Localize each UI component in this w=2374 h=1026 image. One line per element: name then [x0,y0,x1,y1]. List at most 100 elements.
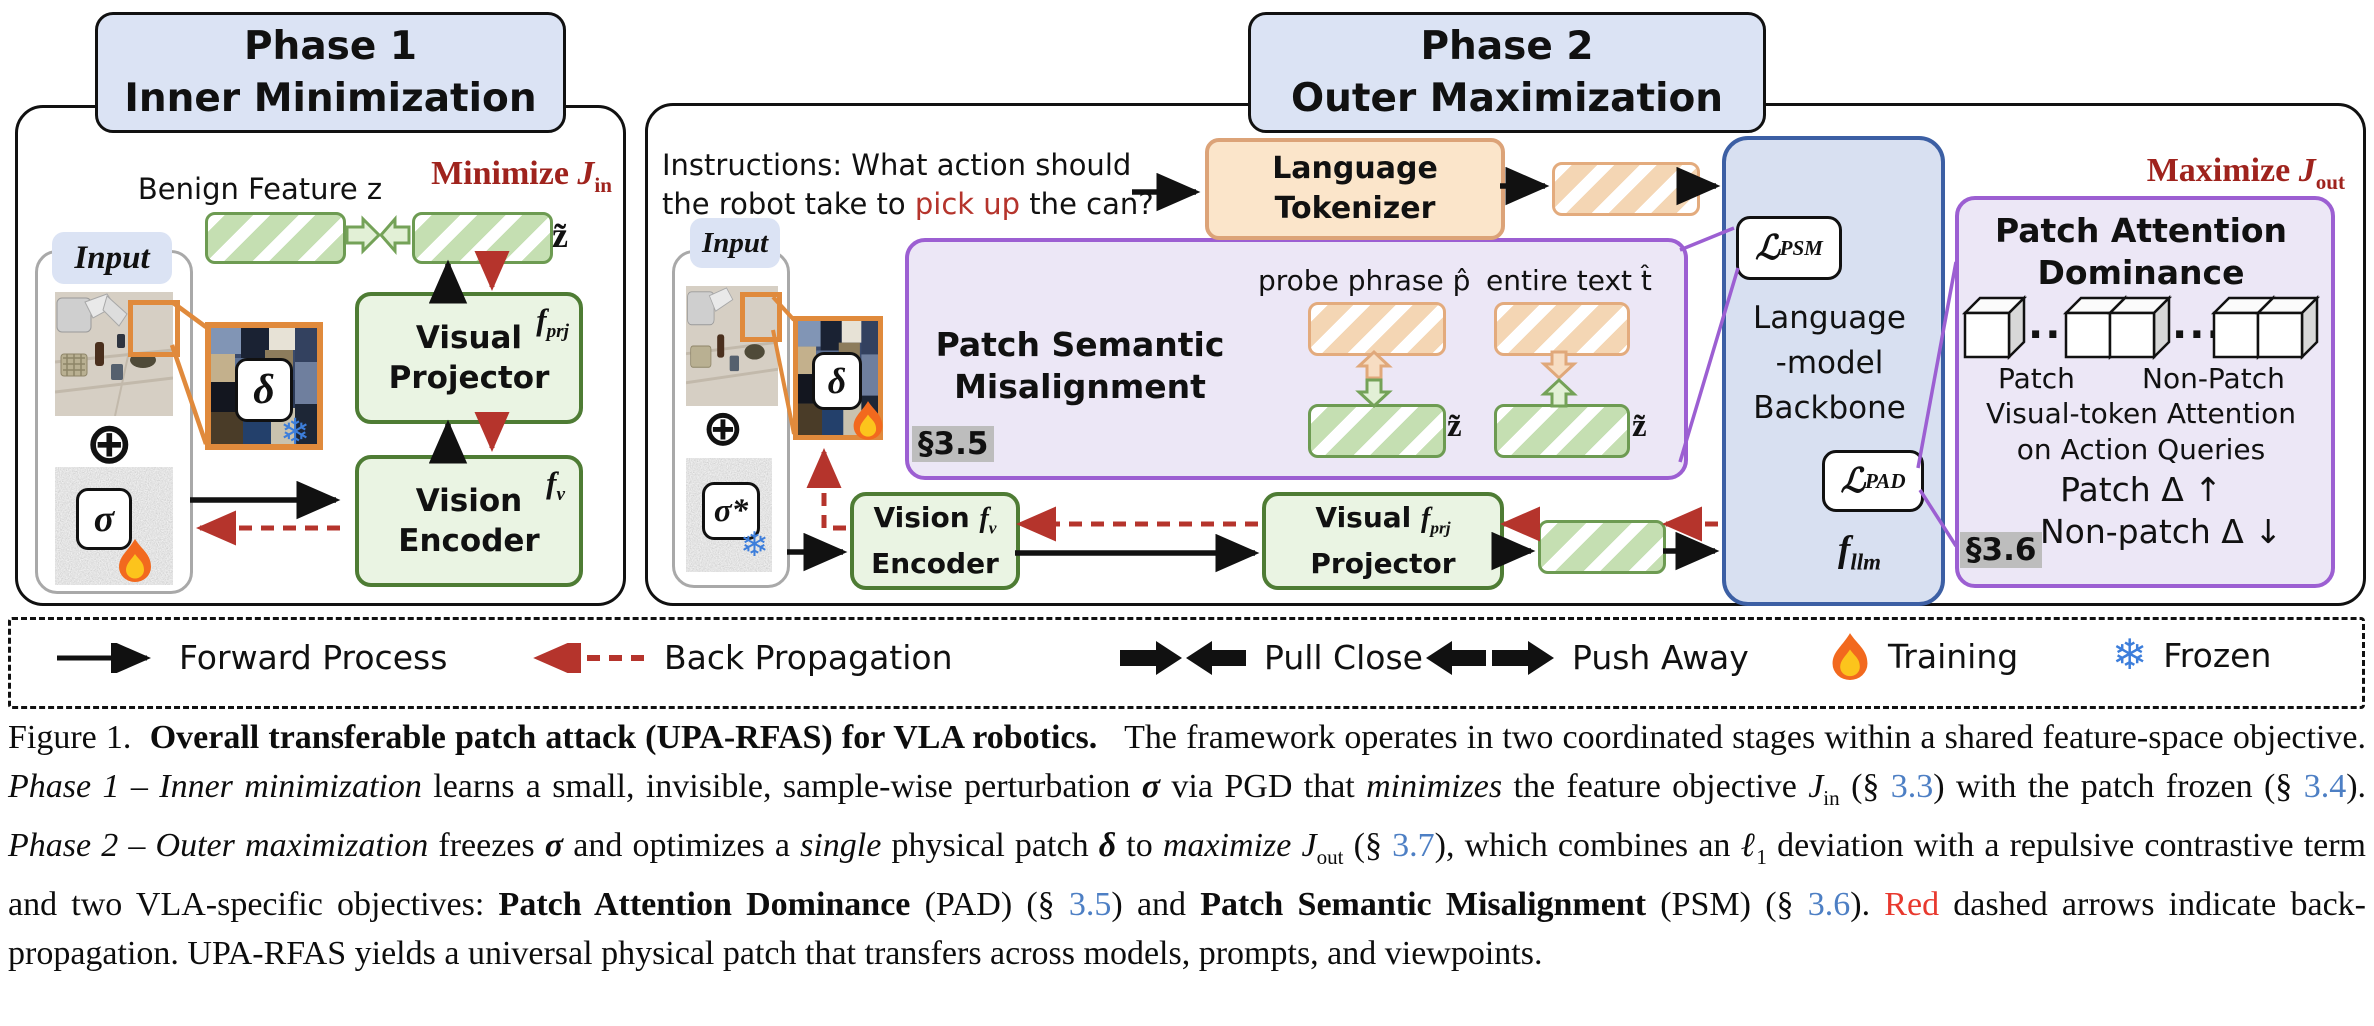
psm-section-ref: §3.5 [912,426,995,462]
probe-phrase-label: probe phrase p̂ [1258,264,1471,297]
oplus-operator: ⊕ [85,409,134,477]
section-link[interactable]: 3.3 [1890,767,1934,805]
section-link[interactable]: 3.5 [1068,886,1112,924]
caption-segment: Patch Semantic Misalignment [1200,886,1647,924]
probe-phrase-token [1308,302,1446,356]
legend-push-away: Push Away [1424,638,1749,677]
maximize-objective-label: Maximize Jout [2146,152,2345,194]
caption-segment: learns a small, invisible, sample-wise p… [421,767,1142,805]
caption-segment: ℓ [1740,826,1757,864]
patch-location-marker-2 [740,292,782,342]
entire-text-label: entire text t̂ [1486,264,1652,297]
psm-ztilde-2: z̃ [1632,408,1647,444]
phase2-title-line1: Phase 2 [1420,23,1594,69]
caption-segment: to [1116,826,1163,864]
pick-up-highlight: pick up [914,187,1021,221]
phase2-title-line2: Outer Maximization [1290,75,1724,121]
minimize-objective-label: Minimize Jin [431,155,612,197]
cube-dots-1: ··· [2028,312,2080,358]
section-link[interactable]: 3.4 [2303,767,2347,805]
psm-title: Patch Semantic Misalignment [935,325,1225,406]
delta-badge: δ [235,358,293,422]
caption-segment: freezes [428,826,545,864]
benign-feature-token [205,212,346,264]
vision-encoder-box-phase2: Vision fv Encoder [850,492,1020,590]
oplus-operator-2: ⊕ [702,399,744,457]
caption-segment: ) with the patch frozen (§ [1933,767,2304,805]
f-llm-label: fllm [1838,529,1881,575]
back-propagation-arrow-icon [533,642,644,673]
f-prj-label: fprj [536,302,569,343]
push-away-arrows-icon [1426,640,1554,675]
legend-back-propagation: Back Propagation [520,638,953,677]
caption-segment: Figure 1. [8,719,150,756]
phase1-title-line2: Inner Minimization [124,75,537,121]
text-token [1552,162,1700,216]
caption-segment: 1 [1756,844,1767,869]
fire-icon [115,538,155,586]
caption-segment: ). [2346,767,2374,805]
pad-attention-caption: Visual-token Attention on Action Queries [1985,397,2297,466]
caption-segment: (PAD) (§ [910,886,1069,924]
benign-feature-label: Benign Feature z [137,172,383,206]
entire-text-token [1494,302,1630,356]
caption-segment: J [1301,826,1317,864]
caption-segment: and optimizes a [563,826,801,864]
snowflake-icon-legend: ❄ [2112,630,2148,679]
caption-segment: deviation with a repulsive contrastive t… [8,826,2374,924]
caption-segment: out [1316,844,1344,869]
caption-segment: single [800,826,882,864]
vision-encoder-box-phase1: Vision Encoder fv [355,455,583,587]
section-link[interactable]: 3.6 [1807,886,1851,924]
caption-segment: σ [1141,767,1161,805]
caption-segment: ), which combines an [1434,826,1741,864]
fire-icon-2 [850,400,886,444]
caption-segment: maximize [1162,826,1292,864]
visual-projector-box-phase1: Visual Projector fprj [355,292,583,424]
psm-visual-token-2 [1494,404,1630,458]
fire-icon-legend [1832,633,1868,680]
caption-segment: dashed arrows indicate back-propagation.… [8,886,2366,972]
z-tilde-label: z̃ [552,215,568,255]
phase2-input-label: Input [690,218,780,268]
caption-segment: Red [1884,886,1940,924]
caption-segment: (PSM) (§ [1646,886,1808,924]
perturbed-feature-token [412,212,553,264]
delta-badge-2: δ [812,352,862,410]
caption-segment: (§ [1839,767,1891,805]
non-patch-cube-label: Non-Patch [2142,362,2285,395]
psm-ztilde-1: z̃ [1447,408,1462,444]
figure-caption: Figure 1. Overall transferable patch att… [8,714,2366,978]
snowflake-icon-2: ❄ [740,525,769,565]
legend-forward-process: Forward Process [55,638,447,677]
psm-visual-token-1 [1308,404,1446,458]
non-patch-delta-down: Non-patch Δ ↓ [2039,512,2283,551]
caption-segment: J [1808,767,1824,805]
caption-segment: physical patch [881,826,1099,864]
pad-box [1955,196,2335,588]
instructions-text: Instructions: What action should the rob… [662,148,1154,221]
snowflake-icon: ❄ [280,412,311,453]
caption-segment: Patch Attention Dominance [498,886,911,924]
caption-segment: Phase 1 – Inner minimization [8,767,422,805]
caption-segment: in [1823,785,1840,810]
caption-segment: δ [1098,826,1117,864]
caption-segment: (§ [1343,826,1393,864]
phase1-title: Phase 1 Inner Minimization [95,12,566,133]
projected-visual-token [1538,520,1666,574]
legend-training: Training [1828,632,2018,680]
backbone-label: Language -model Backbone [1753,300,1906,426]
caption-segment: minimizes [1366,767,1503,805]
patch-delta-up: Patch Δ ↑ [2060,470,2222,509]
caption-segment [1291,827,1301,864]
caption-segment: ) and [1111,886,1201,924]
caption-segment: Overall transferable patch attack (UPA-R… [149,719,1098,756]
sigma-badge: σ [76,488,132,550]
caption-segment: σ [544,826,564,864]
section-link[interactable]: 3.7 [1392,826,1435,864]
caption-segment: ). [1850,886,1885,924]
legend-pull-close: Pull Close [1118,638,1423,677]
language-tokenizer-box: Language Tokenizer [1205,138,1505,240]
